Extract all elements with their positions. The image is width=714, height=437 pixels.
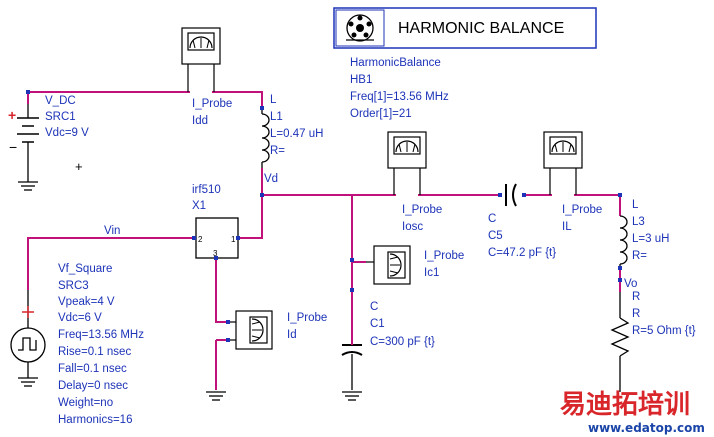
- hb-freq: Freq[1]=13.56 MHz: [350, 91, 449, 103]
- vdc-type: V_DC: [45, 95, 76, 107]
- id-type: I_Probe: [287, 312, 327, 324]
- r-name: R: [632, 308, 640, 320]
- square-wave-source[interactable]: [10, 290, 46, 387]
- idd-name: Idd: [192, 115, 208, 127]
- ic1-labels: I_Probe Ic1: [424, 250, 464, 279]
- harmonic-balance-icon: [346, 14, 374, 42]
- il-probe[interactable]: [543, 131, 583, 195]
- vsrc-type: Vf_Square: [58, 263, 112, 275]
- ic1-type: I_Probe: [424, 250, 464, 262]
- c5-labels: C C5 C=47.2 pF {t}: [488, 213, 556, 259]
- vdc-labels: V_DC SRC1 Vdc=9 V +: [45, 95, 89, 174]
- l3-type: L: [632, 199, 639, 211]
- watermark-brand: 易迪拓培训: [560, 390, 690, 420]
- l3-labels: L L3 L=3 uH R=: [632, 199, 669, 262]
- iosc-labels: I_Probe Iosc: [402, 204, 442, 233]
- fet-pin-d: 1: [231, 235, 236, 244]
- vdc-minus-mark: −: [9, 139, 17, 155]
- id-name: Id: [287, 329, 297, 341]
- c1-value: C=300 pF {t}: [370, 336, 435, 348]
- c5-value: C=47.2 pF {t}: [488, 247, 556, 259]
- fet-labels: irf510 X1: [192, 184, 221, 212]
- vsrc-param: Vpeak=4 V: [58, 296, 115, 308]
- r-value: R=5 Ohm {t}: [632, 325, 696, 337]
- ic1-probe[interactable]: [366, 245, 411, 285]
- vdc-source[interactable]: + −: [8, 104, 39, 191]
- iosc-name: Iosc: [402, 221, 423, 233]
- hb-type: HarmonicBalance: [350, 57, 441, 69]
- vsrc-param: Freq=13.56 MHz: [58, 329, 144, 341]
- c5-capacitor[interactable]: [505, 183, 517, 207]
- watermark-url: www.edatop.com: [588, 421, 705, 435]
- fet-pin-s: 3: [213, 249, 218, 258]
- r-type: R: [632, 291, 640, 303]
- idd-type: I_Probe: [192, 98, 232, 110]
- wire-idd-to-l1[interactable]: [212, 91, 263, 108]
- iosc-type: I_Probe: [402, 204, 442, 216]
- r-labels: R R R=5 Ohm {t}: [632, 291, 696, 337]
- l1-value: L=0.47 uH: [270, 128, 323, 140]
- vsrc-param: Weight=no: [58, 397, 113, 409]
- pin-markers: [26, 90, 622, 342]
- watermark: 易迪拓培训 www.edatop.com: [560, 390, 705, 435]
- il-type: I_Probe: [562, 204, 602, 216]
- irf510-transistor[interactable]: 2 1 3: [195, 217, 239, 259]
- c1-capacitor[interactable]: [341, 330, 363, 401]
- wire-vdc-to-idd[interactable]: [27, 91, 190, 104]
- c1-type: C: [370, 301, 378, 313]
- id-labels: I_Probe Id: [287, 312, 327, 341]
- fet-type: irf510: [192, 184, 221, 196]
- wire-vin[interactable]: [27, 237, 194, 290]
- l1-name: L1: [270, 111, 283, 123]
- l3-inductor[interactable]: [619, 215, 628, 268]
- net-vd: Vd: [264, 173, 278, 185]
- vdc-value: Vdc=9 V: [45, 127, 89, 139]
- l1-r: R=: [270, 145, 285, 157]
- iosc-probe[interactable]: [387, 131, 427, 195]
- vsrc-labels: Vf_Square SRC3 Vpeak=4 V Vdc=6 V Freq=13…: [58, 263, 144, 426]
- c5-name: C5: [488, 230, 503, 242]
- l1-labels: L L1 L=0.47 uH R=: [270, 94, 323, 157]
- vsrc-param: Vdc=6 V: [58, 312, 102, 324]
- idd-probe[interactable]: [181, 27, 221, 92]
- r-resistor[interactable]: [610, 292, 630, 392]
- idd-labels: I_Probe Idd: [192, 98, 232, 127]
- fet-name: X1: [192, 200, 206, 212]
- il-name: IL: [562, 221, 572, 233]
- vsrc-name: SRC3: [58, 280, 89, 292]
- l3-name: L3: [632, 216, 645, 228]
- c1-name: C1: [370, 318, 385, 330]
- fet-pin-g: 2: [198, 235, 203, 244]
- c1-labels: C C1 C=300 pF {t}: [370, 301, 435, 348]
- vdc-name: SRC1: [45, 111, 76, 123]
- harmonic-balance-block[interactable]: HARMONIC BALANCE: [333, 7, 597, 49]
- hb-order: Order[1]=21: [350, 108, 412, 120]
- c5-type: C: [488, 213, 496, 225]
- vsrc-param: Harmonics=16: [58, 414, 132, 426]
- extra-plus-mark: +: [75, 159, 83, 174]
- vsrc-param: Rise=0.1 nsec: [58, 346, 131, 358]
- hb-name: HB1: [350, 74, 372, 86]
- hb-params: HarmonicBalance HB1 Freq[1]=13.56 MHz Or…: [350, 57, 449, 120]
- vdc-plus-mark: +: [8, 107, 16, 123]
- wire-source-to-id[interactable]: [215, 258, 228, 323]
- il-labels: I_Probe IL: [562, 204, 602, 233]
- wire-vd-to-drain[interactable]: [238, 195, 263, 239]
- l3-value: L=3 uH: [632, 233, 669, 245]
- wire-vd-to-ic1[interactable]: [351, 195, 366, 263]
- l3-r: R=: [632, 250, 647, 262]
- hb-title: HARMONIC BALANCE: [398, 20, 564, 37]
- ic1-name: Ic1: [424, 267, 439, 279]
- net-vo: Vo: [624, 278, 637, 290]
- l1-type: L: [270, 94, 277, 106]
- vsrc-param: Fall=0.1 nsec: [58, 363, 127, 375]
- l1-inductor[interactable]: [261, 108, 270, 168]
- vsrc-param: Delay=0 nsec: [58, 380, 128, 392]
- net-vin: Vin: [104, 225, 120, 237]
